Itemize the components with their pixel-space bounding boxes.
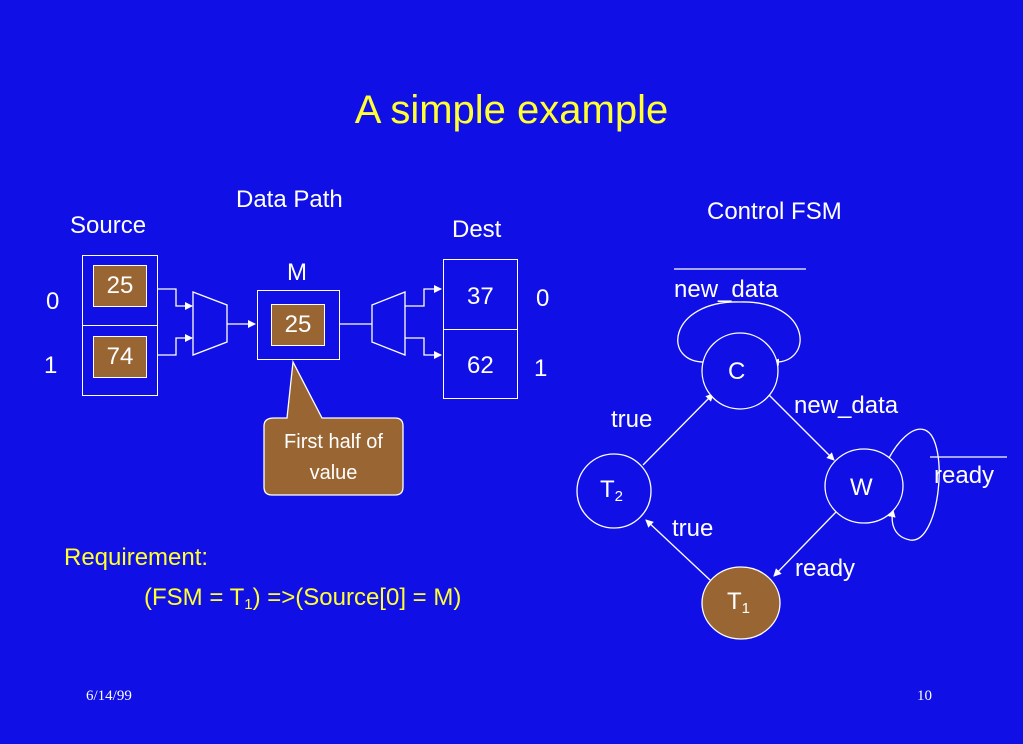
requirement-label: Requirement: [64, 544, 209, 571]
wire-source0-mux [158, 288, 193, 310]
wire-mux-dest0 [405, 285, 442, 307]
edge-t2-c [642, 393, 714, 466]
wire-mux-dest1 [405, 337, 442, 359]
slide-title: A simple example [354, 88, 669, 132]
callout-shape [263, 359, 404, 496]
dest-value-1: 62 [467, 352, 494, 379]
fsm-heading: Control FSM [707, 198, 842, 225]
source-label: Source [70, 212, 147, 239]
callout-line-2: value [309, 462, 358, 484]
m-label: M [287, 259, 307, 286]
mux-left [192, 291, 228, 356]
datapath-heading: Data Path [236, 186, 343, 213]
source-index-1: 1 [44, 352, 58, 379]
source-cell-1 [82, 325, 158, 396]
edge-c-w [765, 391, 835, 461]
requirement-expr-sub: 1 [244, 596, 253, 613]
dest-value-0: 37 [467, 283, 494, 310]
state-t1-shape [701, 566, 781, 640]
source-index-0: 0 [46, 288, 60, 315]
state-w-label: W [850, 474, 873, 501]
edge-label-t1-t2: true [672, 515, 714, 542]
state-c-label: C [728, 358, 746, 385]
footer-date: 6/14/99 [86, 688, 132, 704]
edge-label-c-w: new_data [794, 392, 899, 419]
wire-source1-mux [158, 334, 193, 356]
page-number: 10 [917, 688, 932, 704]
edge-w-t1 [773, 511, 837, 577]
dest-index-0: 0 [536, 285, 550, 312]
state-t1-label: T1 [727, 588, 750, 617]
state-c-shape [701, 332, 779, 410]
state-w-shape [824, 448, 904, 524]
edge-label-w-t1: ready [795, 555, 856, 582]
source-value-1: 74 [93, 336, 147, 378]
callout-text: First half of value [264, 427, 403, 489]
mux-right [371, 291, 406, 356]
edge-label-w-self: ready [934, 462, 995, 489]
dest-cell-1 [443, 329, 518, 399]
m-value: 25 [271, 304, 325, 346]
requirement-expr-prefix: (FSM = T [144, 584, 245, 611]
state-t2-letter: T [600, 476, 615, 503]
dest-index-1: 1 [534, 355, 548, 382]
edge-label-t2-c: true [611, 406, 653, 433]
callout-line-1: First half of [284, 431, 383, 453]
edge-t1-t2 [645, 519, 711, 581]
state-t1-sub: 1 [741, 600, 751, 617]
state-t1-letter: T [727, 588, 742, 615]
edge-c-self [677, 301, 801, 367]
state-t2-sub: 2 [614, 488, 624, 505]
requirement-expr-suffix: ) =>(Source[0] = M) [252, 584, 462, 611]
dest-label: Dest [452, 216, 502, 243]
edge-label-c-self: new_data [674, 276, 779, 303]
state-t2-label: T2 [600, 476, 623, 505]
m-register [257, 290, 340, 360]
requirement-expression: (FSM = T1) =>(Source[0] = M) [144, 584, 461, 613]
state-t2-shape [576, 453, 652, 529]
source-value-0: 25 [93, 265, 147, 307]
